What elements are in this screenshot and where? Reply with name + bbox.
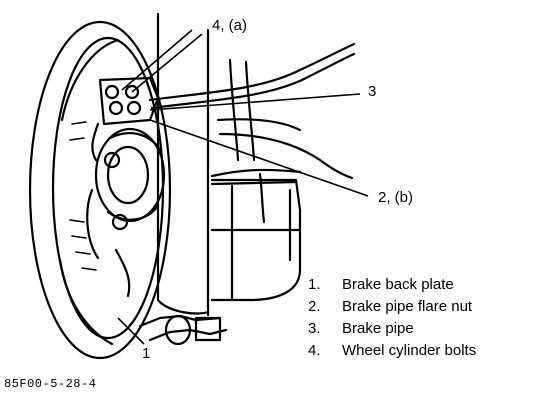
- legend-text: Wheel cylinder bolts: [342, 342, 477, 359]
- legend-number: 2.: [308, 298, 321, 315]
- legend-text: Brake pipe flare nut: [342, 298, 473, 315]
- legend-text: Brake back plate: [342, 276, 454, 293]
- callout-2b: 2, (b): [378, 189, 414, 206]
- leader-4a: [121, 29, 193, 91]
- bolt-top-4: [126, 100, 142, 116]
- brake-pipe: [148, 42, 356, 102]
- leader-2b: [149, 119, 369, 197]
- legend-item: 1. Brake back plate: [308, 274, 476, 296]
- callout-1: 1: [142, 345, 151, 362]
- leader-3: [149, 93, 361, 111]
- bolt-top-1: [104, 84, 120, 100]
- legend-number: 3.: [308, 320, 321, 337]
- bolt-lower-left: [111, 213, 129, 231]
- figure-code: 85F00-5-28-4: [4, 377, 97, 391]
- bolt-top-3: [108, 100, 124, 116]
- leader-1: [117, 317, 145, 345]
- axle-housing: [210, 178, 302, 302]
- back-plate-outer-rim: [28, 20, 172, 360]
- bolt-top-2: [124, 84, 140, 100]
- leader-4a-2: [131, 33, 203, 93]
- legend-item: 3. Brake pipe: [308, 318, 476, 340]
- callout-3: 3: [368, 83, 377, 100]
- legend-number: 1.: [308, 276, 321, 293]
- hub: [94, 127, 166, 223]
- legend-item: 2. Brake pipe flare nut: [308, 296, 476, 318]
- legend-item: 4. Wheel cylinder bolts: [308, 340, 476, 362]
- bolt-upper-left: [103, 151, 121, 169]
- legend-text: Brake pipe: [342, 320, 414, 337]
- legend-number: 4.: [308, 342, 321, 359]
- parts-legend: 1. Brake back plate 2. Brake pipe flare …: [308, 274, 476, 362]
- callout-4a: 4, (a): [212, 17, 248, 34]
